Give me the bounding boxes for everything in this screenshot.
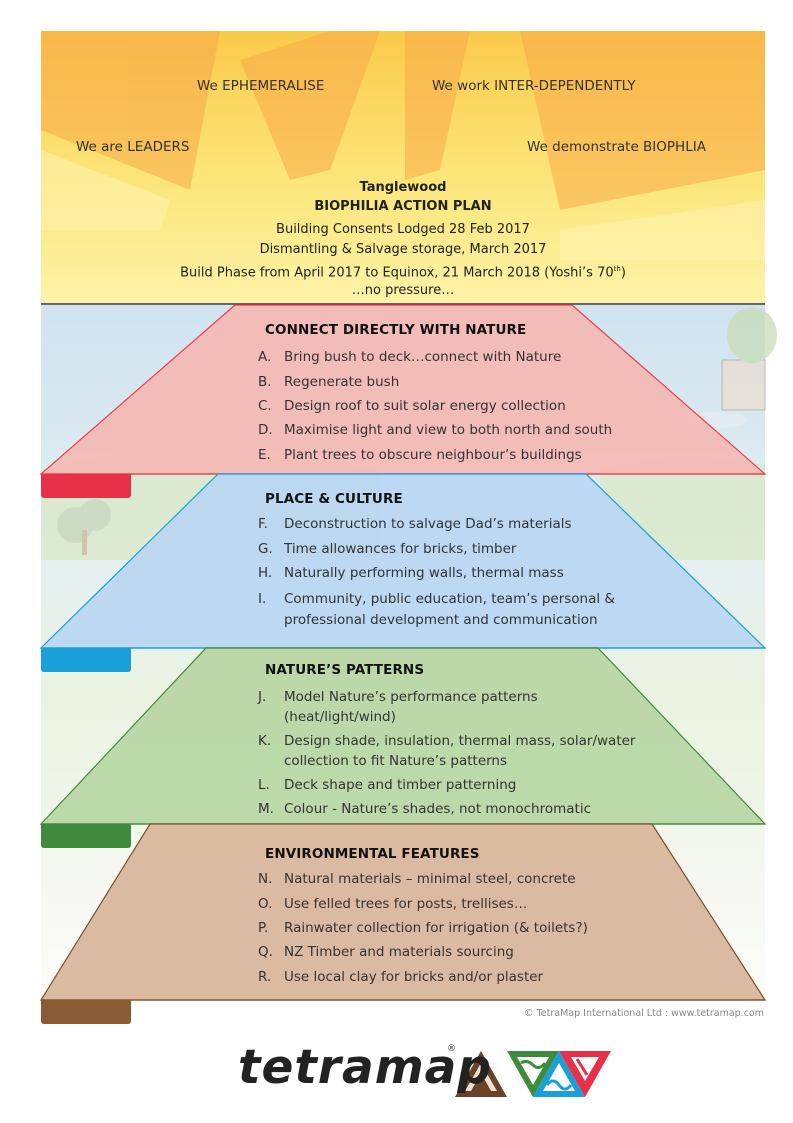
build-phase-sup: th — [613, 265, 621, 273]
list-item: K.Design shade, insulation, thermal mass… — [258, 733, 636, 769]
list-item: J.Model Nature’s performance patterns(he… — [258, 689, 538, 725]
list-item: D.Maximise light and view to both north … — [258, 422, 613, 438]
theme-ephemeralise: We EPHEMERALISE — [197, 78, 325, 94]
sun-rays-light — [41, 150, 765, 260]
list-item: E.Plant trees to obscure neighbour’s bui… — [258, 447, 582, 463]
section-title-natures-patterns: NATURE’S PATTERNS — [265, 662, 425, 678]
list-item: F.Deconstruction to salvage Dad’s materi… — [258, 516, 572, 532]
list-item: N.Natural materials – minimal steel, con… — [258, 871, 576, 887]
plan-subtitle: BIOPHILIA ACTION PLAN — [314, 199, 492, 214]
registered-mark: ® — [447, 1044, 456, 1054]
section-title-connect: CONNECT DIRECTLY WITH NATURE — [265, 322, 527, 338]
sun-rays — [41, 31, 765, 210]
tetramap-wordmark: tetramap — [238, 1040, 493, 1095]
list-item: A.Bring bush to deck…connect with Nature — [258, 349, 562, 365]
landscape-trees — [57, 499, 111, 555]
list-item: O.Use felled trees for posts, trellises… — [258, 896, 528, 912]
list-item: M.Colour - Nature’s shades, not monochro… — [258, 801, 592, 817]
theme-leaders: We are LEADERS — [76, 139, 190, 155]
list-item: H.Naturally performing walls, thermal ma… — [258, 565, 564, 581]
theme-interdependently: We work INTER-DEPENDENTLY — [432, 78, 636, 94]
copyright-text: © TetraMap International Ltd : www.tetra… — [524, 1008, 764, 1019]
list-item: G.Time allowances for bricks, timber — [258, 541, 517, 557]
list-item: R.Use local clay for bricks and/or plast… — [258, 969, 544, 985]
theme-biophlia: We demonstrate BIOPHLIA — [527, 139, 706, 155]
tetramap-logo-icon — [455, 1051, 611, 1097]
plan-line-no-pressure: …no pressure… — [351, 283, 455, 298]
plan-title: Tanglewood — [359, 180, 447, 195]
section-title-environmental: ENVIRONMENTAL FEATURES — [265, 846, 480, 862]
plan-line-dismantling: Dismantling & Salvage storage, March 201… — [259, 242, 547, 257]
build-phase-close: ) — [620, 265, 626, 281]
list-item: P.Rainwater collection for irrigation (&… — [258, 920, 588, 936]
list-item: Q.NZ Timber and materials sourcing — [258, 944, 514, 960]
plan-line-consents: Building Consents Lodged 28 Feb 2017 — [276, 222, 530, 237]
list-item: L.Deck shape and timber patterning — [258, 777, 517, 793]
list-item: I.Community, public education, team’s pe… — [258, 591, 615, 628]
plan-line-build-phase: Build Phase from April 2017 to Equinox, … — [41, 260, 765, 282]
list-item: B.Regenerate bush — [258, 374, 400, 390]
build-phase-text: Build Phase from April 2017 to Equinox, … — [180, 265, 614, 281]
list-item: C.Design roof to suit solar energy colle… — [258, 398, 566, 414]
section-title-place-culture: PLACE & CULTURE — [265, 491, 403, 507]
